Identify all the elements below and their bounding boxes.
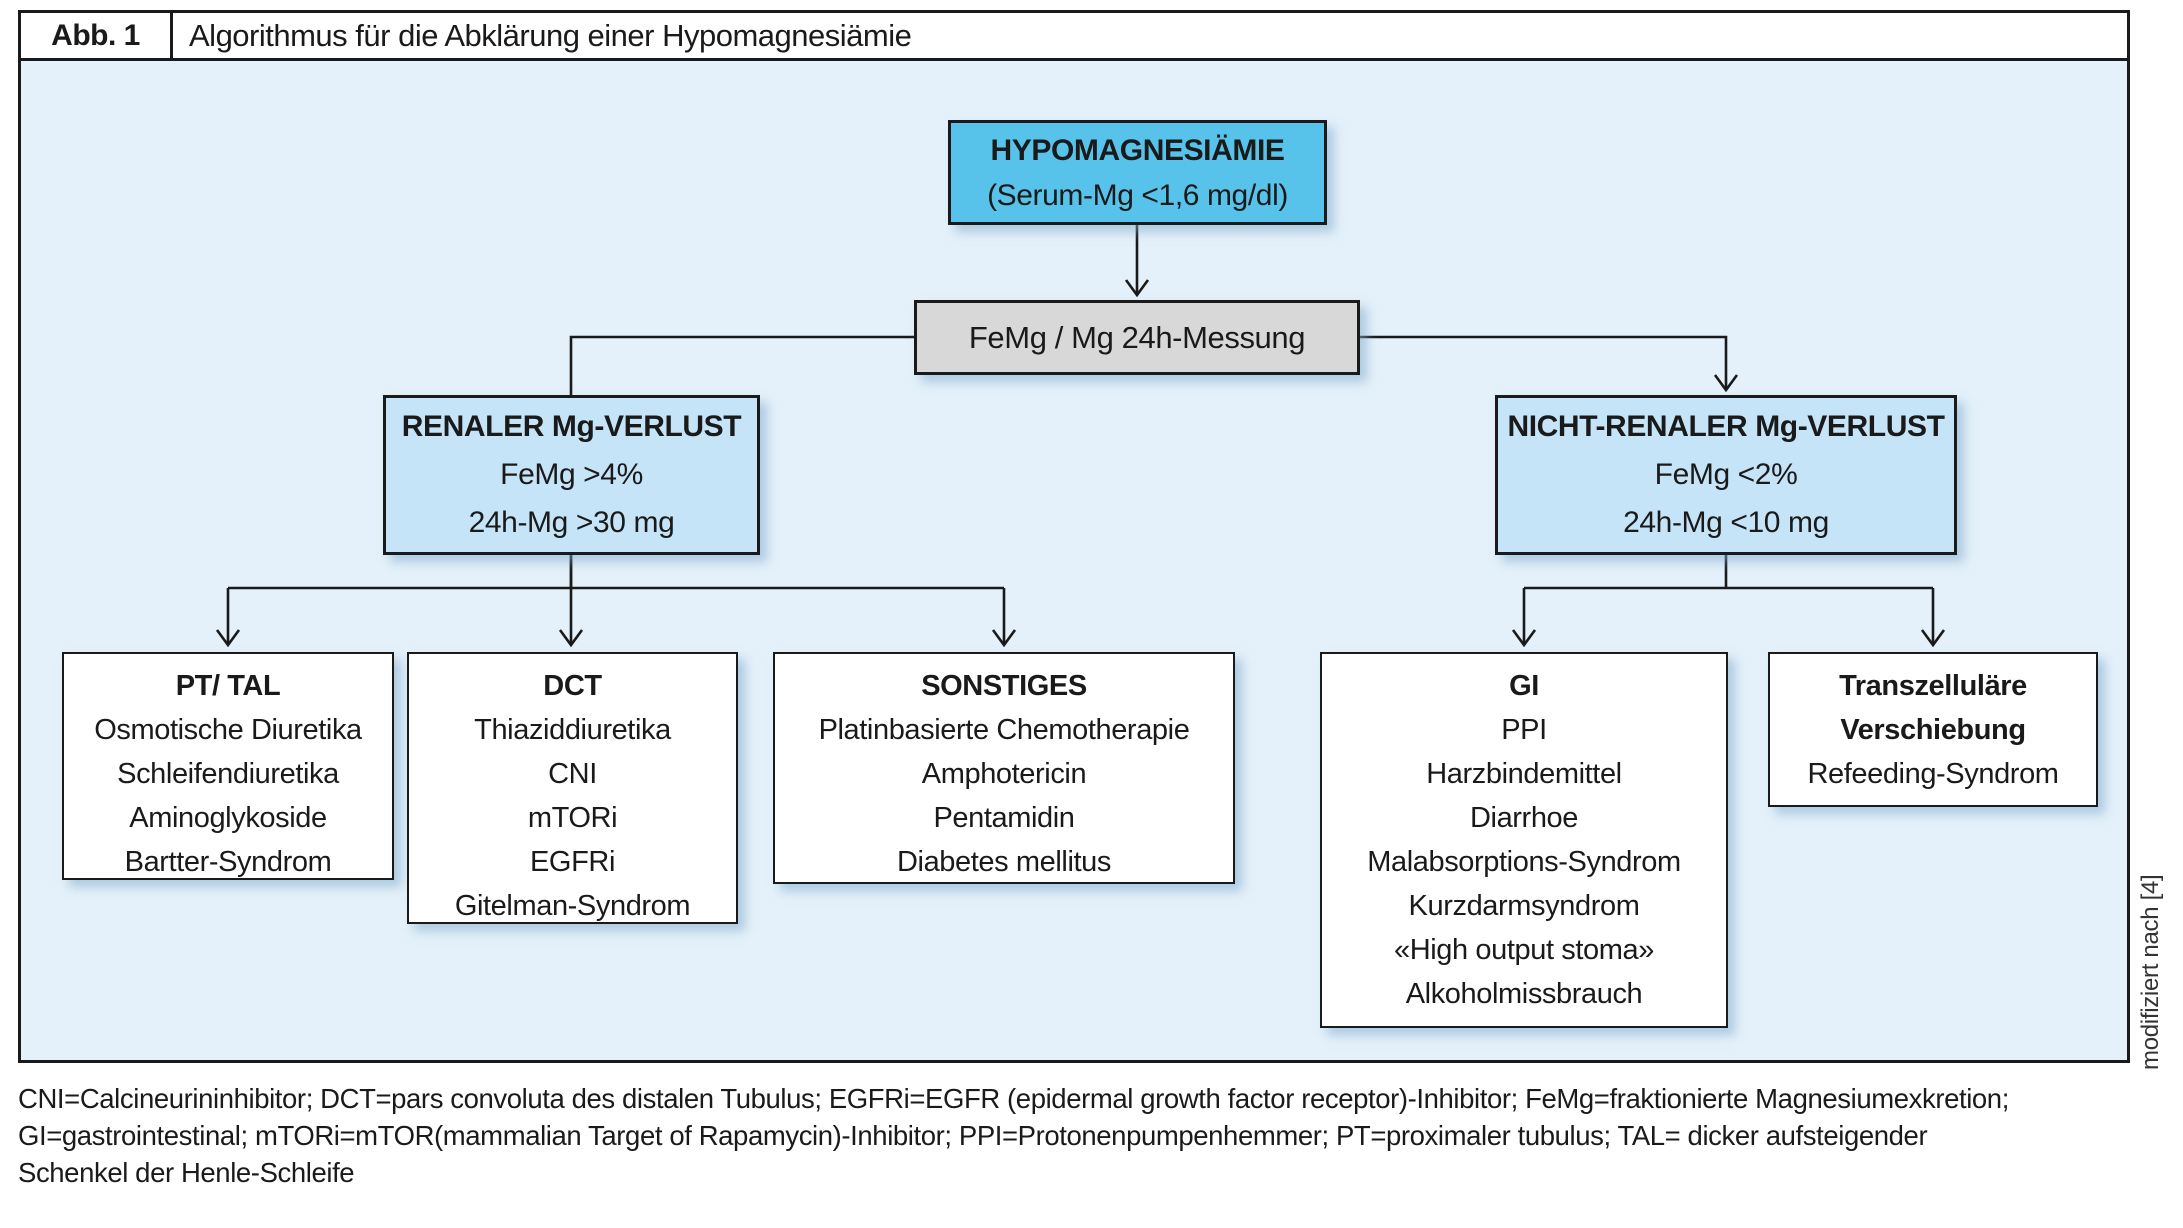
figure-label: Abb. 1 — [21, 13, 173, 58]
list-item: «High output stoma» — [1393, 934, 1654, 966]
list-item: Alkoholmissbrauch — [1405, 978, 1643, 1010]
list-item: Pentamidin — [933, 802, 1075, 834]
footnote-line: GI=gastrointestinal; mTORi=mTOR(mammalia… — [18, 1120, 1928, 1151]
list-item: Kurzdarmsyndrom — [1408, 890, 1640, 922]
list-item: EGFRi — [529, 846, 615, 878]
list-item: Gitelman-Syndrom — [454, 890, 691, 922]
node-nicht-renaler-title: NICHT-RENALER Mg-VERLUST — [1507, 410, 1945, 443]
node-hypomagnesiaemie: HYPOMAGNESIÄMIE (Serum-Mg <1,6 mg/dl) — [948, 120, 1327, 225]
list-item: mTORi — [527, 802, 618, 834]
list-item: PPI — [1501, 714, 1547, 746]
node-hypomagnesiaemie-subtitle: (Serum-Mg <1,6 mg/dl) — [987, 178, 1288, 212]
node-pt-tal: PT/ TAL Osmotische Diuretika Schleifendi… — [62, 652, 394, 880]
node-hypomagnesiaemie-title: HYPOMAGNESIÄMIE — [990, 133, 1285, 167]
node-sonstiges: SONSTIGES Platinbasierte Chemotherapie A… — [773, 652, 1235, 884]
node-dct: DCT Thiaziddiuretika CNI mTORi EGFRi Git… — [407, 652, 738, 924]
node-nicht-renaler-mg-verlust: NICHT-RENALER Mg-VERLUST FeMg <2% 24h-Mg… — [1495, 395, 1957, 555]
flowchart-canvas: HYPOMAGNESIÄMIE (Serum-Mg <1,6 mg/dl) Fe… — [21, 61, 2127, 1060]
list-item: Diabetes mellitus — [896, 846, 1111, 878]
footnote-line: CNI=Calcineurininhibitor; DCT=pars convo… — [18, 1083, 2009, 1114]
node-renaler-title: RENALER Mg-VERLUST — [401, 410, 742, 443]
node-dct-title: DCT — [543, 670, 602, 702]
node-femg-messung: FeMg / Mg 24h-Messung — [914, 300, 1360, 375]
node-trans-title-line1: Transzelluläre — [1839, 670, 2027, 702]
list-item: Refeeding-Syndrom — [1807, 758, 2059, 790]
list-item: Harzbindemittel — [1426, 758, 1622, 790]
list-item: Schleifendiuretika — [117, 758, 339, 790]
node-nicht-renaler-line2: 24h-Mg <10 mg — [1623, 506, 1829, 539]
flowchart-connectors — [215, 225, 1946, 648]
node-transzellulaere-verschiebung: Transzelluläre Verschiebung Refeeding-Sy… — [1768, 652, 2098, 807]
figure-credit: modifiziert nach [4] — [2137, 874, 2164, 1070]
footnote-line: Schenkel der Henle-Schleife — [18, 1157, 355, 1188]
node-femg-messung-label: FeMg / Mg 24h-Messung — [968, 319, 1306, 355]
node-renaler-line1: FeMg >4% — [500, 458, 643, 491]
list-item: Malabsorptions-Syndrom — [1367, 846, 1681, 878]
figure-frame: Abb. 1 Algorithmus für die Abklärung ein… — [18, 10, 2130, 1063]
node-renaler-line2: 24h-Mg >30 mg — [468, 506, 675, 539]
list-item: Platinbasierte Chemotherapie — [818, 714, 1190, 746]
node-gi: GI PPI Harzbindemittel Diarrhoe Malabsor… — [1320, 652, 1728, 1028]
node-renaler-mg-verlust: RENALER Mg-VERLUST FeMg >4% 24h-Mg >30 m… — [383, 395, 760, 555]
list-item: Aminoglykoside — [129, 802, 327, 834]
list-item: CNI — [548, 758, 597, 790]
node-pt-tal-title: PT/ TAL — [175, 670, 281, 702]
list-item: Diarrhoe — [1469, 802, 1578, 834]
node-sonstiges-title: SONSTIGES — [921, 670, 1087, 702]
list-item: Osmotische Diuretika — [94, 714, 362, 746]
list-item: Thiaziddiuretika — [474, 714, 671, 746]
node-nicht-renaler-line1: FeMg <2% — [1654, 458, 1798, 491]
list-item: Amphotericin — [921, 758, 1087, 790]
list-item: Bartter-Syndrom — [124, 846, 332, 878]
node-gi-title: GI — [1509, 670, 1539, 702]
figure-title: Algorithmus für die Abklärung einer Hypo… — [189, 17, 912, 53]
figure-header: Abb. 1 Algorithmus für die Abklärung ein… — [21, 13, 2127, 61]
node-trans-title-line2: Verschiebung — [1840, 714, 2026, 746]
abbreviations-footnote: CNI=Calcineurininhibitor; DCT=pars convo… — [18, 1080, 2138, 1191]
